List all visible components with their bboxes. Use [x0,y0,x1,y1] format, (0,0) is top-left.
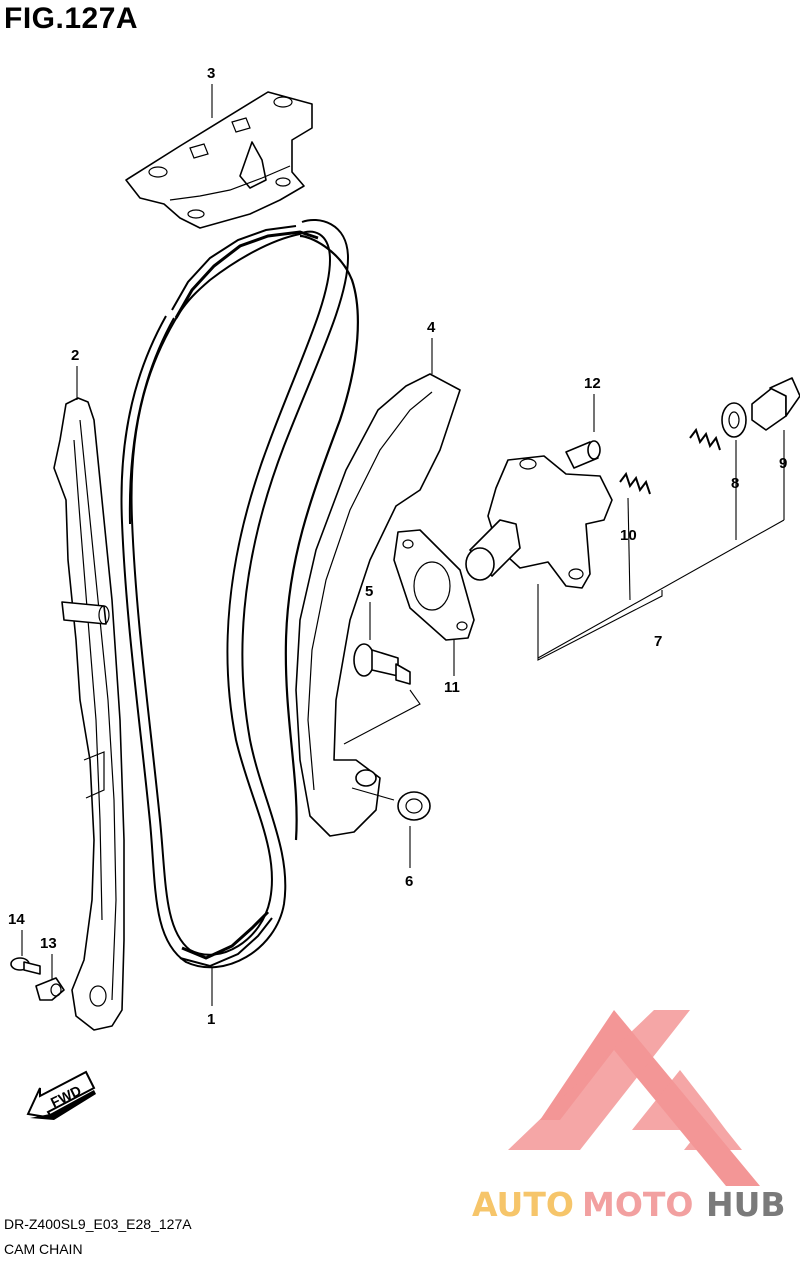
callout-14: 14 [8,911,25,928]
part-1-cam-chain [120,218,359,969]
callout-11: 11 [444,679,460,696]
callout-6: 6 [405,873,413,890]
callout-13: 13 [40,935,57,952]
callout-10: 10 [620,527,637,544]
callout-1: 1 [207,1011,215,1028]
part-2-chain-guide [53,397,125,1031]
part-3-upper-guide [125,91,313,229]
watermark-text-moto: MOTO [582,1185,693,1224]
callout-2: 2 [71,347,79,364]
part-6-washer [397,791,431,821]
figure-title: FIG.127A [4,2,139,35]
part-13-washer [35,977,65,1001]
watermark-text-auto: AUTO [472,1185,574,1224]
part-8-washer [721,402,747,438]
callout-3: 3 [207,65,215,82]
part-10-springs [619,427,721,495]
part-14-bolt [10,957,41,975]
callout-7: 7 [654,633,662,650]
figure-code: DR-Z400SL9_E03_E28_127A [4,1216,192,1232]
callout-12: 12 [584,375,601,392]
part-7-tensioner-body [465,455,613,589]
leader-lines [21,84,785,1006]
callout-9: 9 [779,455,787,472]
callout-5: 5 [365,583,373,600]
watermark-text-hub: HUB [706,1185,786,1224]
callout-8: 8 [731,475,739,492]
part-9-cap-bolt [751,377,800,431]
part-11-gasket [393,529,475,641]
watermark-logo-icon [508,1010,760,1186]
callout-4: 4 [427,319,436,336]
fwd-arrow-icon: FWD [26,1070,96,1120]
part-5-bolt [353,643,411,685]
part-4-tensioner-arm [295,373,461,837]
figure-caption: CAM CHAIN [4,1241,83,1257]
part-12-bolt [565,440,601,469]
